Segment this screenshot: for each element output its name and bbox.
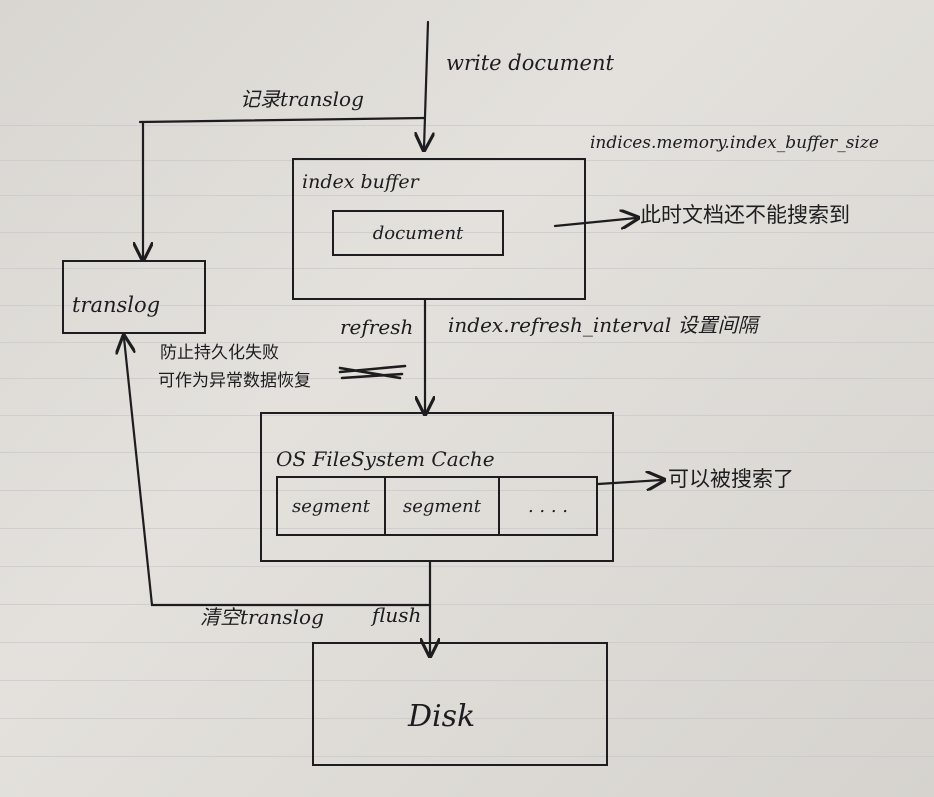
not-searchable-arrow — [553, 218, 636, 226]
refresh-scribble — [338, 364, 407, 380]
clear-translog-label: 清空translog — [200, 605, 324, 629]
translog-label: translog — [72, 293, 161, 317]
os-cache-box — [260, 412, 614, 562]
write-arrow — [424, 20, 428, 148]
searchable-note: 可以被搜索了 — [668, 467, 794, 491]
not-searchable-note: 此时文档还不能搜索到 — [640, 203, 850, 227]
segment-cell-2: segment — [386, 478, 500, 534]
write-document-label: write document — [446, 51, 614, 75]
document-cell: document — [372, 222, 464, 244]
segment-cell-1: segment — [278, 478, 386, 534]
prevent-loss-note-line1: 防止持久化失败 — [160, 343, 279, 363]
disk-box — [312, 642, 608, 766]
translog-branch-line — [138, 116, 426, 124]
os-cache-title: OS FileSystem Cache — [276, 447, 495, 471]
segment-more-cell: . . . . — [527, 495, 569, 517]
prevent-loss-note-line2: 可作为异常数据恢复 — [158, 371, 311, 391]
flush-label: flush — [372, 603, 422, 627]
clear-translog-line — [124, 338, 432, 607]
index-buffer-title: index buffer — [302, 171, 419, 193]
record-translog-label: 记录translog — [240, 87, 364, 111]
refresh-interval-note: index.refresh_interval 设置间隔 — [448, 313, 758, 337]
index-buffer-box — [292, 158, 586, 300]
disk-label: Disk — [408, 699, 476, 734]
refresh-label: refresh — [340, 315, 414, 339]
buffer-size-setting: indices.memory.index_buffer_size — [590, 133, 879, 153]
document-cell-box: document — [332, 210, 504, 256]
segments-row: segment segment . . . . — [276, 476, 598, 536]
translog-box — [62, 260, 206, 334]
searchable-arrow — [596, 480, 662, 484]
